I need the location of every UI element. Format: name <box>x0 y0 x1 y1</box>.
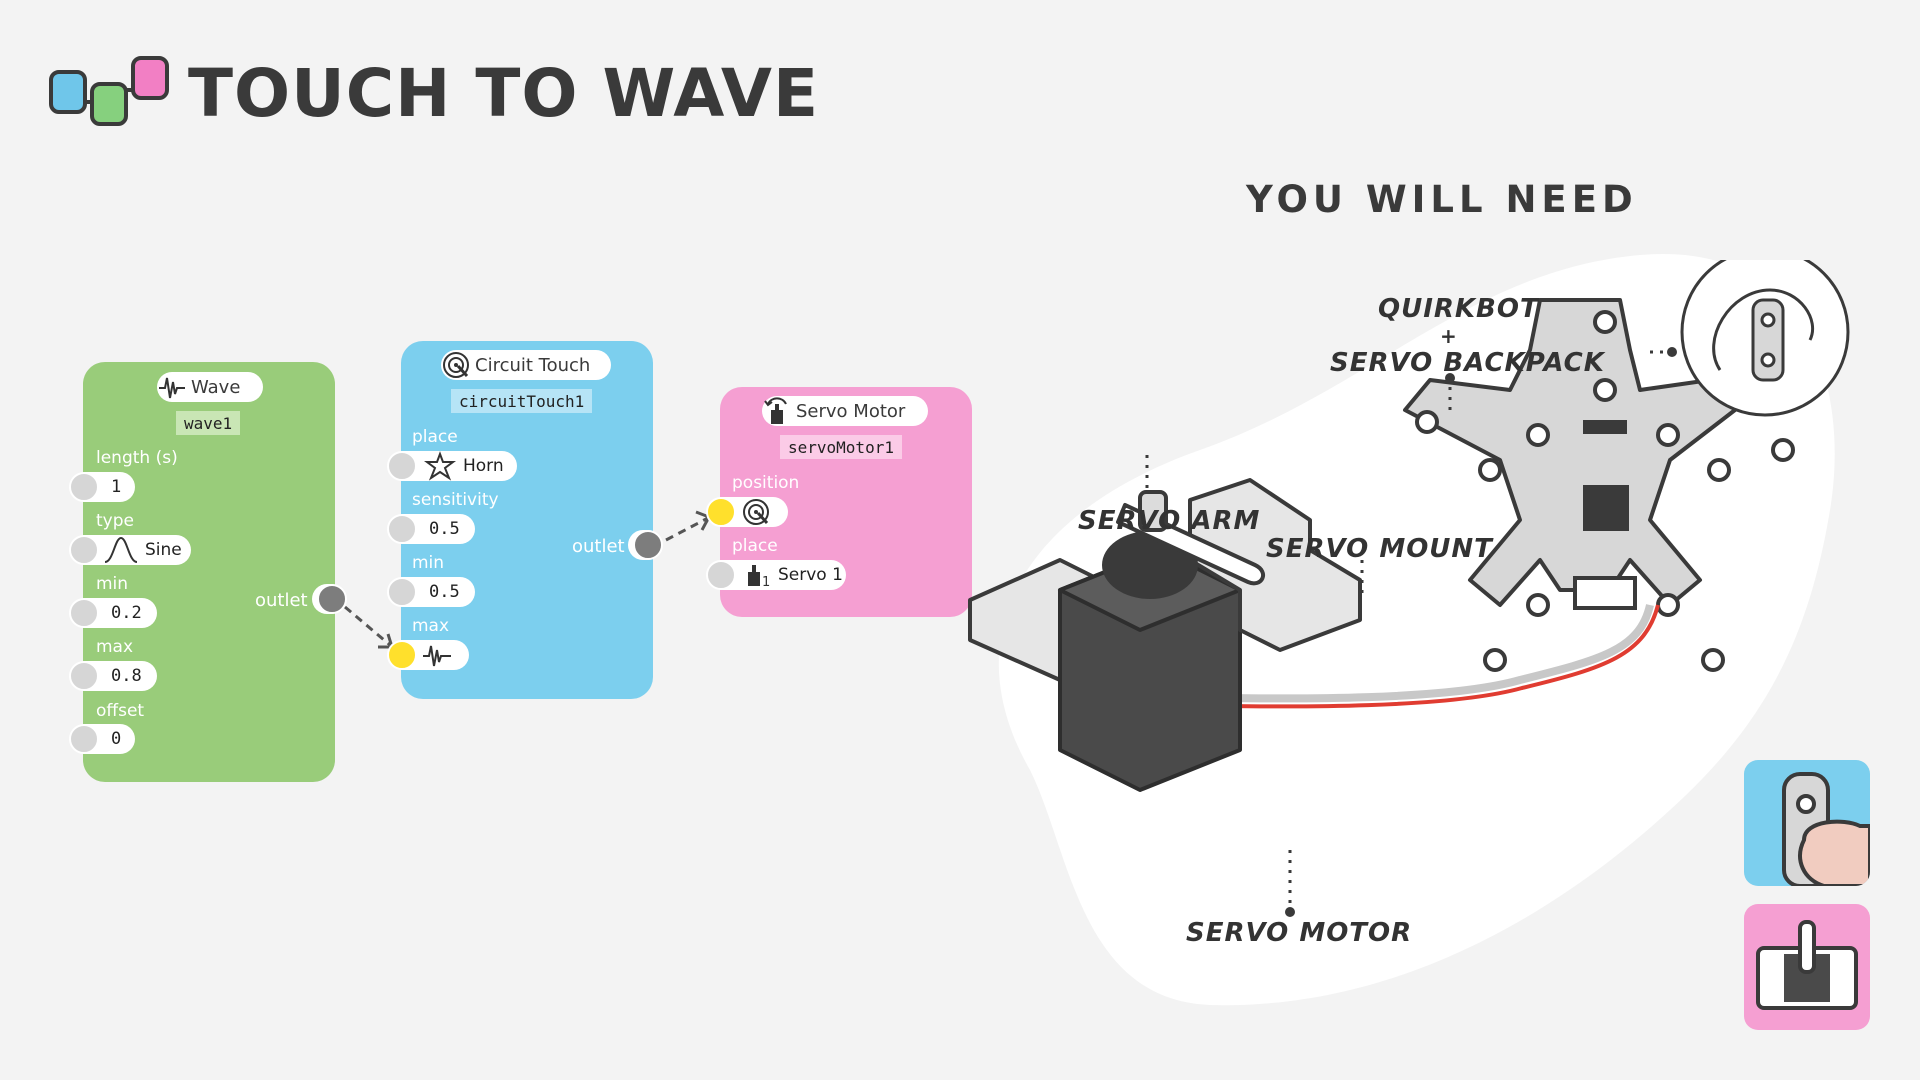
param-label: sensitivity <box>412 490 499 510</box>
callout-servo-arm: SERVO ARM <box>1078 506 1261 536</box>
touch-icon <box>443 352 469 378</box>
servo-assembly-icon <box>1756 920 1858 1010</box>
hardware-illustration <box>968 260 1850 917</box>
offset-inlet-port[interactable] <box>69 724 99 754</box>
max-inlet-port-connected[interactable] <box>387 640 417 670</box>
touch-outlet-port[interactable] <box>633 530 663 560</box>
outlet-label: outlet <box>572 536 625 557</box>
max-inlet-port[interactable] <box>69 661 99 691</box>
min-inlet-port[interactable] <box>69 598 99 628</box>
param-label: place <box>732 536 778 556</box>
wave-node-id: wave1 <box>176 411 241 435</box>
touch-icon <box>743 499 769 525</box>
sensitivity-inlet-port[interactable] <box>387 514 417 544</box>
svg-text:1: 1 <box>762 575 770 590</box>
param-label: min <box>96 574 129 594</box>
param-label: offset <box>96 701 145 721</box>
param-label: place <box>412 427 458 447</box>
param-label: position <box>732 473 800 493</box>
param-label: type <box>96 511 134 531</box>
callout-servo-backpack: SERVO BACKPACK <box>1330 348 1605 378</box>
servo-cable <box>1174 604 1654 703</box>
touch-node-name: Circuit Touch <box>475 354 591 376</box>
length-inlet-port[interactable] <box>69 472 99 502</box>
horn-icon <box>424 451 456 481</box>
place-inlet-port[interactable] <box>387 451 417 481</box>
wave-icon <box>159 377 185 399</box>
callout-servo-motor: SERVO MOTOR <box>1186 918 1413 948</box>
wave-node-header[interactable]: Wave <box>157 372 263 402</box>
circuit-touch-node[interactable]: Circuit Touch circuitTouch1 place Horn s… <box>387 341 663 699</box>
servo-icon <box>764 397 787 424</box>
touch-to-servo-connection <box>665 516 709 542</box>
servo-node-header[interactable]: Servo Motor <box>762 396 928 426</box>
place-value: Horn <box>463 456 504 476</box>
finger-touch-icon <box>1782 772 1870 886</box>
callout-servo-mount: SERVO MOUNT <box>1266 534 1493 564</box>
param-label: max <box>96 637 134 657</box>
type-inlet-port[interactable] <box>69 535 99 565</box>
requirements-title: YOU WILL NEED <box>1246 178 1638 221</box>
param-label: min <box>412 553 445 573</box>
servo-icon: 1 <box>748 565 770 590</box>
touch-node-header[interactable]: Circuit Touch <box>441 350 611 380</box>
wave-node[interactable]: Wave wave1 length (s) 1 type Sine min 0.… <box>69 362 347 782</box>
position-inlet-port-connected[interactable] <box>706 497 736 527</box>
param-label: max <box>412 616 450 636</box>
logo-icon <box>49 56 169 126</box>
wave-to-touch-connection <box>344 605 391 647</box>
servo-node-name: Servo Motor <box>796 400 906 422</box>
sine-curve-icon <box>104 536 138 563</box>
outlet-label: outlet <box>255 590 308 611</box>
wave-icon <box>423 645 451 667</box>
wave-node-name: Wave <box>191 376 241 398</box>
param-label: length (s) <box>96 448 178 468</box>
quirkbot-board <box>1403 298 1795 672</box>
servo-motor-node[interactable]: Servo Motor servoMotor1 position place 1… <box>706 387 972 617</box>
touch-tip-card <box>1744 760 1870 886</box>
min-inlet-port[interactable] <box>387 577 417 607</box>
wave-outlet-port[interactable] <box>317 584 347 614</box>
servo-node-id: servoMotor1 <box>780 435 902 459</box>
servo-mount-right <box>1188 478 1362 652</box>
servo-cable-red <box>1174 604 1660 709</box>
servo-place-value: Servo 1 <box>778 565 843 585</box>
servo-place-inlet-port[interactable] <box>706 560 736 590</box>
page-title: TOUCH TO WAVE <box>188 55 820 132</box>
touch-node-id: circuitTouch1 <box>451 389 593 413</box>
servo-tip-card <box>1744 904 1870 1030</box>
magnifier-detail <box>1680 260 1850 417</box>
callout-quirkbot: QUIRKBOT <box>1378 294 1539 324</box>
callout-plus: + <box>1440 324 1458 348</box>
type-value: Sine <box>145 540 182 560</box>
